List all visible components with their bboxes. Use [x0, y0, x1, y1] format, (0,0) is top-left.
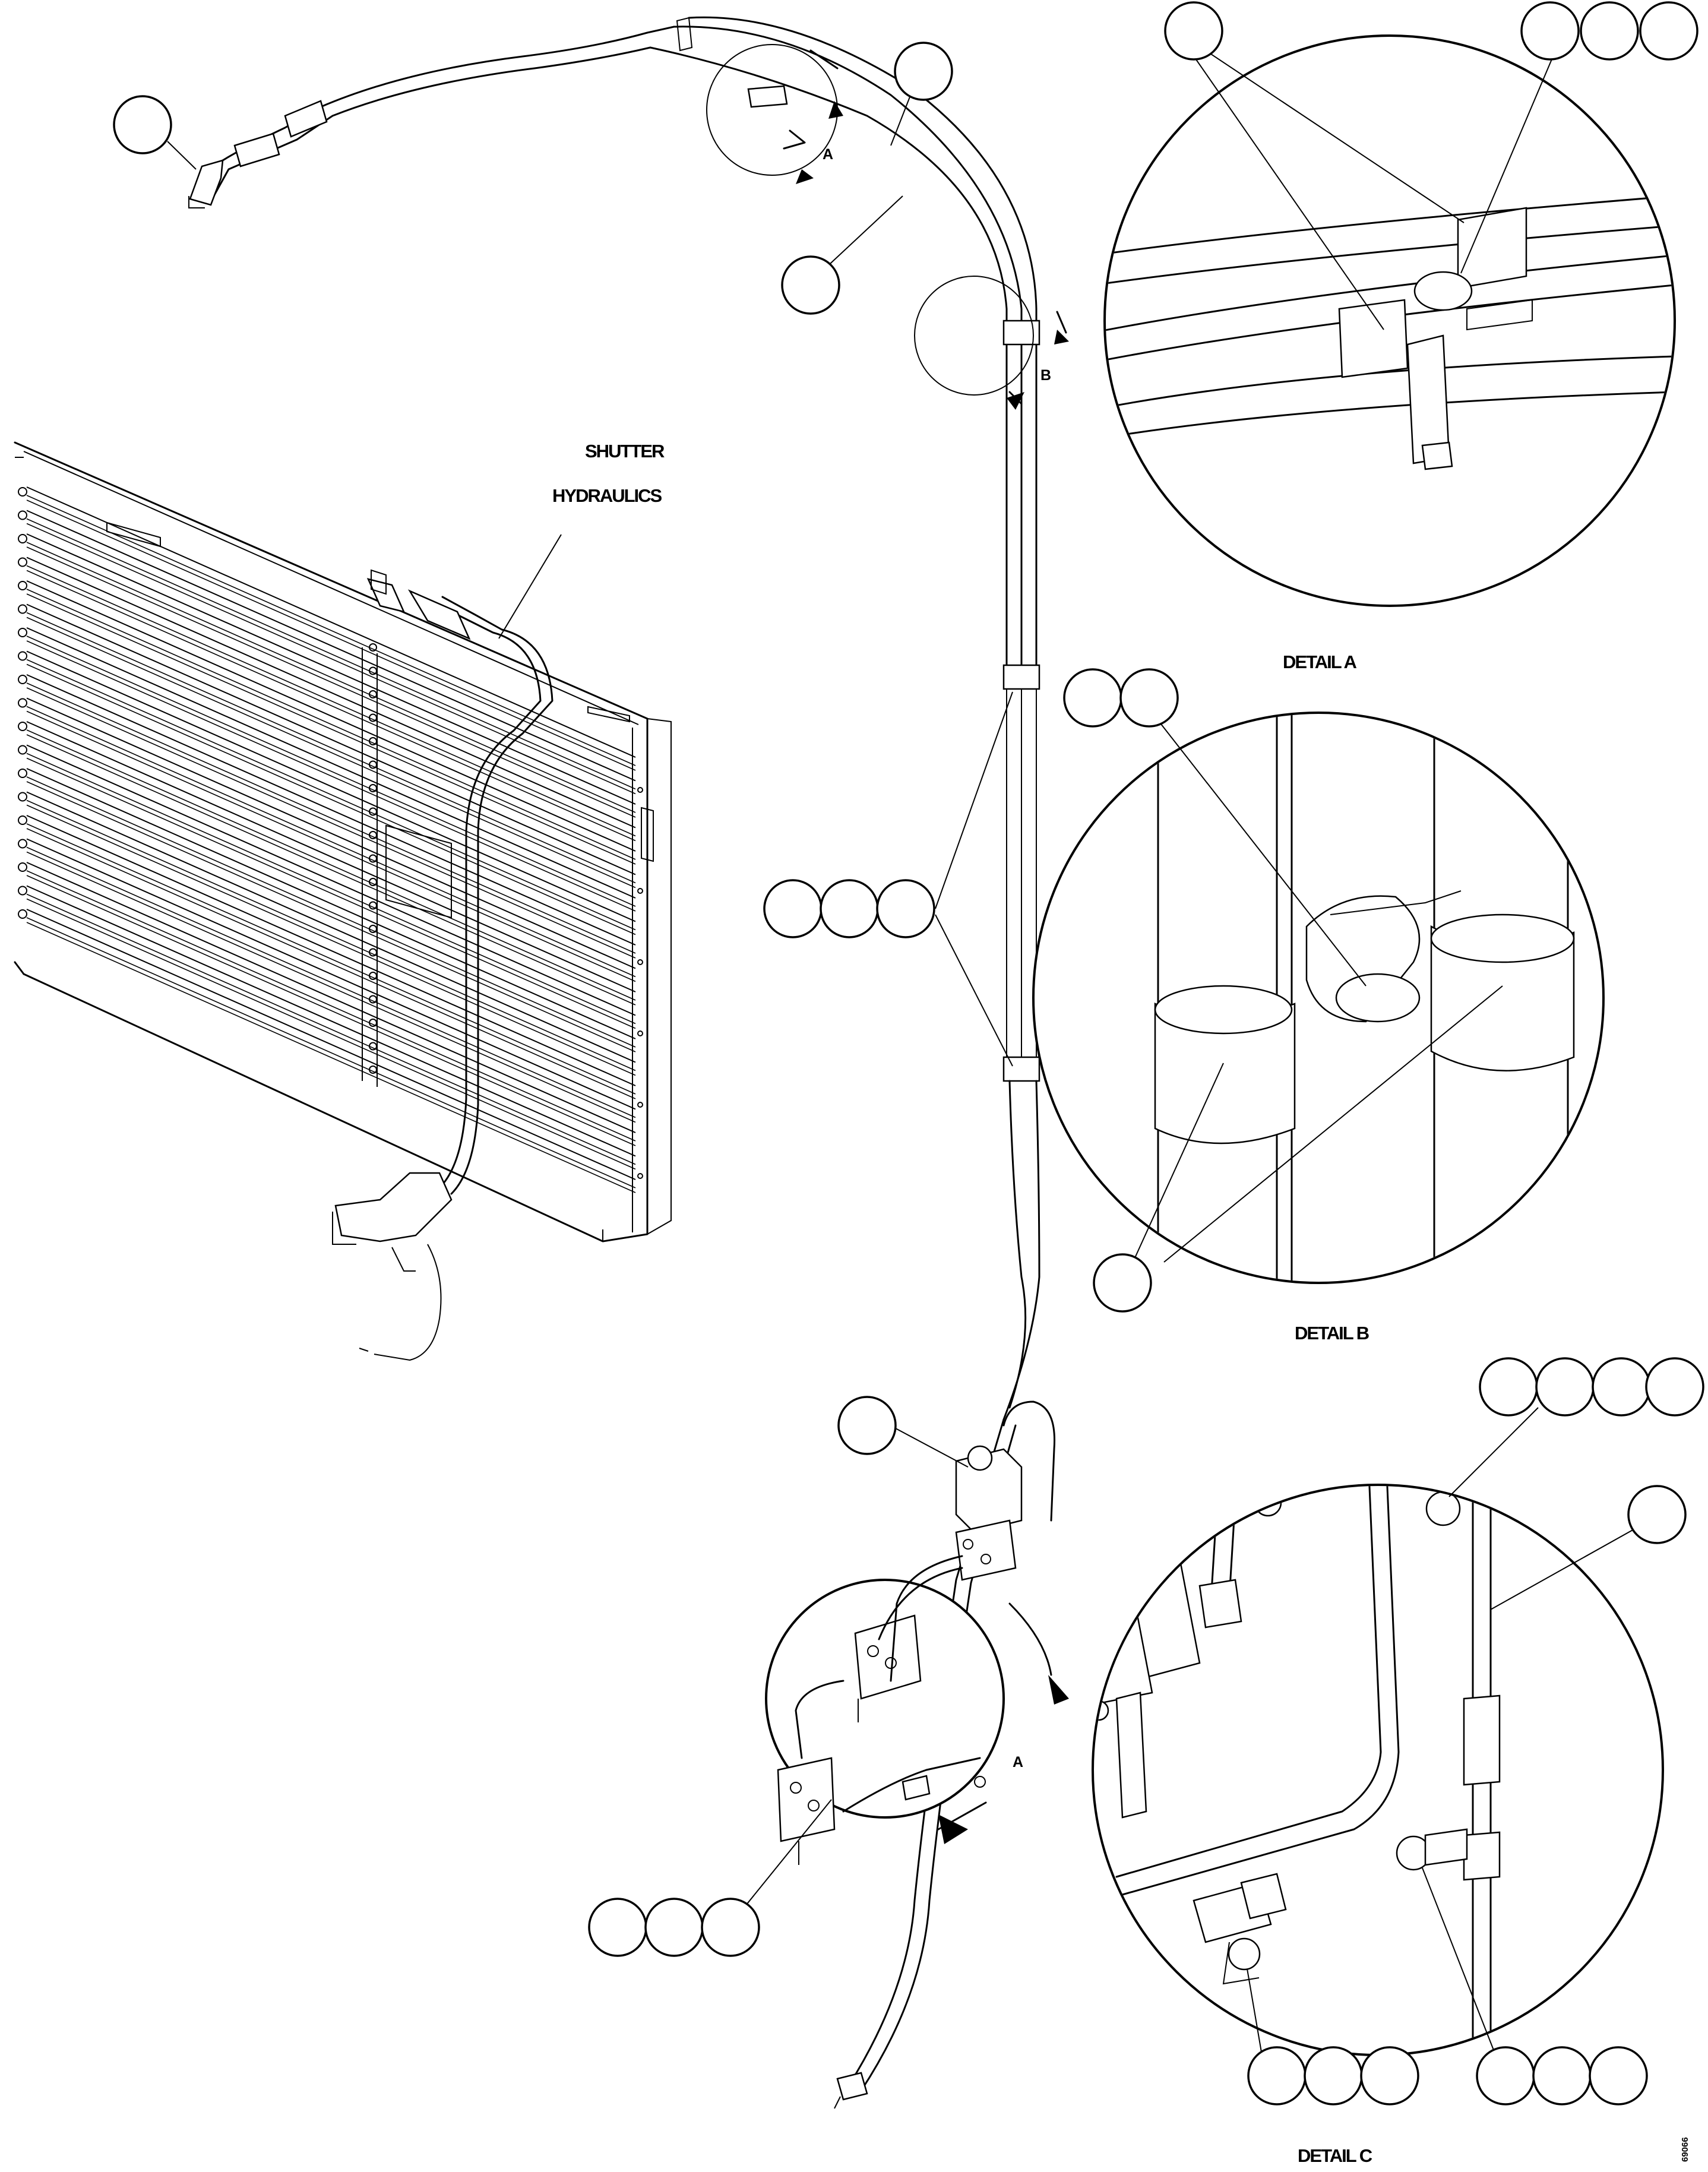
shutter-hydraulic-lines — [332, 534, 562, 1361]
leader-lines — [167, 47, 1640, 2073]
callout-detail-b-bolt — [1063, 668, 1179, 728]
louver-slat — [26, 627, 636, 912]
louver-slat — [26, 697, 636, 982]
louver-slat — [26, 862, 636, 1146]
louver-slat — [26, 815, 636, 1099]
callout-bubbles — [113, 1, 1704, 2105]
louver-slat — [26, 580, 636, 865]
louver-slat — [26, 603, 636, 889]
shutter-label-line2: HYDRAULICS — [552, 485, 662, 506]
callout-detail-b-clamp — [1093, 1253, 1152, 1313]
detail-c-caption: DETAIL C — [1298, 2145, 1372, 2166]
callout-valve — [837, 1396, 897, 1455]
louver-slat — [26, 721, 636, 1006]
louver-slat — [26, 768, 636, 1052]
louver-slat — [26, 838, 636, 1123]
callout-manifold-hardware — [588, 1898, 760, 1957]
detail-a-caption: DETAIL A — [1283, 652, 1357, 672]
view-arrows — [796, 101, 1069, 410]
drawing-id: 69066 — [1680, 2137, 1690, 2162]
louver-slat — [26, 650, 636, 935]
callout-upper-hose-right — [894, 42, 953, 101]
louver-slat — [26, 674, 636, 959]
callout-detail-c-bolt-top — [1479, 1357, 1704, 1417]
callout-detail-a-clamp — [1164, 1, 1223, 61]
louver-slat — [26, 909, 636, 1193]
detail-c — [1092, 1484, 1664, 2056]
callout-detail-c-clamp-bolt — [1476, 2046, 1648, 2105]
detail-b-caption: DETAIL B — [1295, 1323, 1369, 1343]
shutter-label-line1: SHUTTER — [585, 441, 665, 461]
callout-detail-c-sensor-bolt — [1247, 2046, 1419, 2105]
louver-slat — [26, 557, 636, 842]
callout-detail-c-tube — [1627, 1485, 1687, 1544]
callout-tube-clamps — [763, 879, 935, 938]
shutter-louver-slats — [26, 486, 636, 1193]
view-label-b: B — [1040, 367, 1051, 384]
louver-slat — [26, 744, 636, 1029]
detail-a — [1103, 34, 1676, 607]
louver-slat — [26, 885, 636, 1170]
view-label-a-bottom: A — [1013, 1754, 1023, 1771]
valve-manifold — [765, 1400, 1069, 1865]
text-labels: SHUTTER HYDRAULICS A B A DETAIL A DETAIL… — [552, 146, 1690, 2166]
louver-slat — [26, 510, 636, 795]
shutter-assembly — [14, 441, 672, 1243]
callout-elbow-fitting — [113, 95, 172, 154]
view-label-a-top: A — [823, 146, 833, 163]
callout-detail-a-hardware — [1520, 1, 1698, 61]
louver-slat — [26, 791, 636, 1076]
louver-slat — [26, 533, 636, 818]
callout-upper-hose-left — [781, 255, 840, 315]
detail-b — [1032, 712, 1605, 1284]
